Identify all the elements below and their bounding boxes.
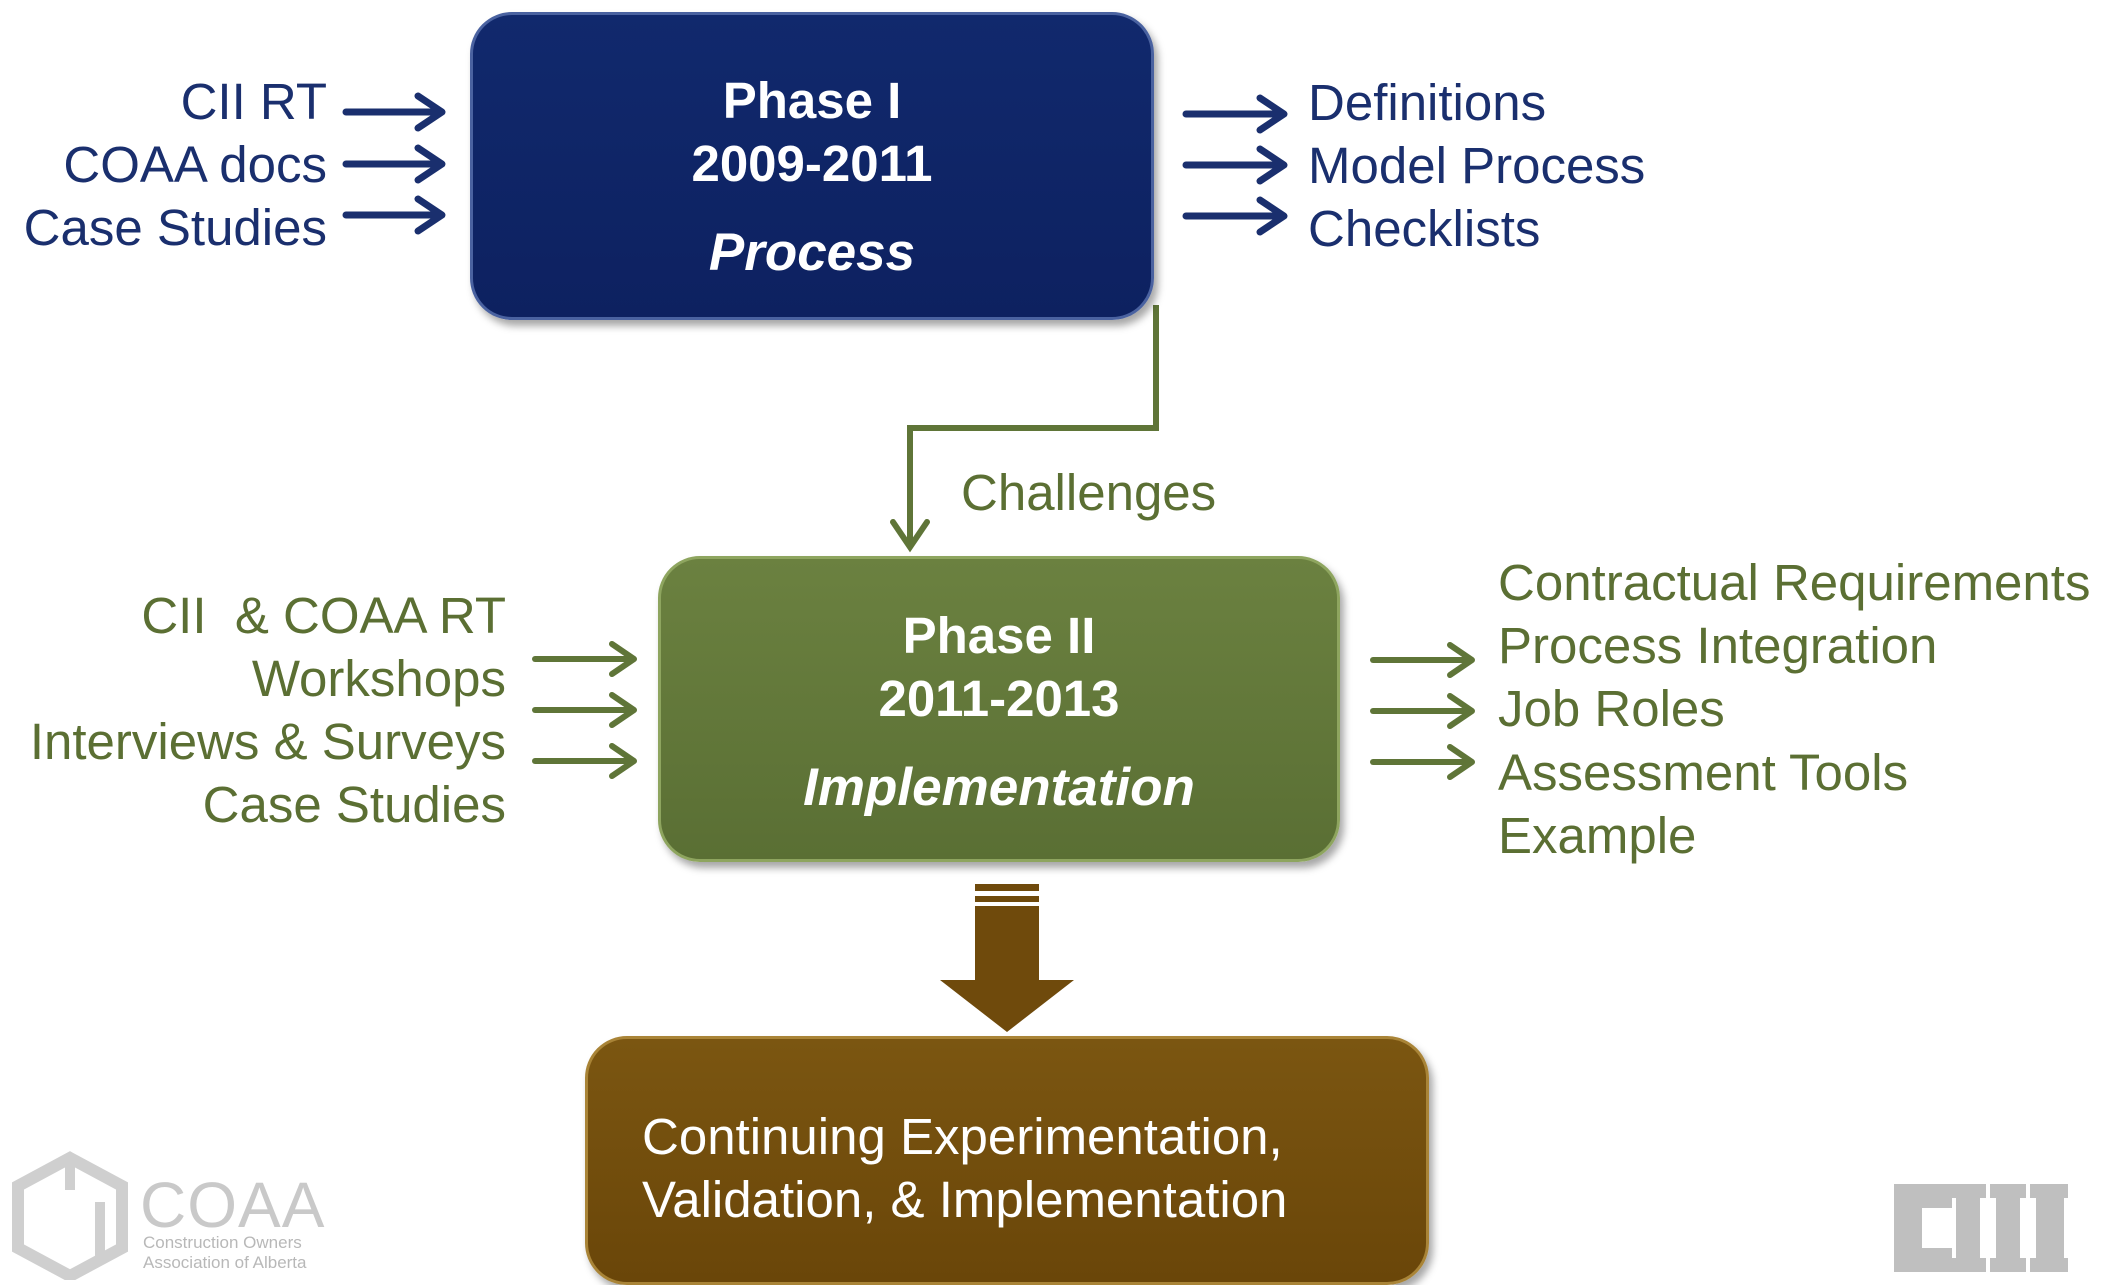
phase1-output-arrow bbox=[1182, 196, 1288, 236]
phase1-input-3: Case Studies bbox=[23, 199, 327, 256]
phase2-input-arrows bbox=[532, 641, 637, 779]
challenges-connector bbox=[890, 305, 1159, 553]
phase2-output-2: Process Integration bbox=[1498, 617, 1938, 674]
phase3-box: Continuing Experimentation, Validation, … bbox=[585, 1036, 1429, 1285]
phase1-input-2: COAA docs bbox=[63, 136, 327, 193]
phase2-subtitle: Implementation bbox=[803, 758, 1195, 817]
phase1-output-arrow bbox=[1182, 94, 1288, 134]
phase3-line-2: Validation, & Implementation bbox=[642, 1171, 1288, 1228]
phase2-output-arrow bbox=[1370, 642, 1475, 678]
phase2-output-arrows bbox=[1370, 642, 1475, 780]
coaa-logo-icon bbox=[12, 1151, 128, 1280]
phase3-line-1: Continuing Experimentation, bbox=[642, 1108, 1283, 1165]
phase2-output-1: Contractual Requirements bbox=[1498, 554, 2091, 611]
phase1-output-arrows bbox=[1182, 94, 1288, 236]
phase2-input-2: Workshops bbox=[251, 650, 506, 707]
phase1-box: Phase I 2009-2011 Process bbox=[470, 12, 1154, 320]
phase2-output-3: Job Roles bbox=[1498, 680, 1725, 737]
phase2-output-4: Assessment Tools bbox=[1498, 744, 1909, 801]
phase2-input-arrow bbox=[532, 692, 637, 728]
phase1-subtitle: Process bbox=[708, 223, 916, 282]
phase1-input-arrow bbox=[342, 144, 446, 184]
phase2-input-1: CII & COAA RT bbox=[141, 587, 506, 644]
phase1-output-1: Definitions bbox=[1308, 74, 1547, 131]
phase1-input-arrows bbox=[342, 92, 446, 235]
challenges-label: Challenges bbox=[961, 464, 1217, 521]
coaa-logo-subtitle-2: Association of Alberta bbox=[143, 1253, 307, 1272]
phase2-years: 2011-2013 bbox=[878, 670, 1120, 727]
phase2-input-4: Case Studies bbox=[202, 776, 506, 833]
phase2-output-5: Example bbox=[1498, 807, 1697, 864]
phase2-box: Phase II 2011-2013 Implementation bbox=[658, 556, 1340, 862]
phase2-input-3: Interviews & Surveys bbox=[29, 713, 506, 770]
phase1-output-2: Model Process bbox=[1308, 137, 1646, 194]
phase1-input-arrow bbox=[342, 195, 446, 235]
coaa-logo-subtitle-1: Construction Owners bbox=[143, 1233, 302, 1252]
coaa-logo-word: COAA bbox=[140, 1169, 326, 1241]
phase1-input-1: CII RT bbox=[180, 73, 327, 130]
cii-logo-icon bbox=[1894, 1184, 2068, 1272]
phase1-output-3: Checklists bbox=[1308, 200, 1541, 257]
phase2-output-arrow bbox=[1370, 693, 1475, 729]
phase2-output-arrow bbox=[1370, 744, 1475, 780]
phase1-years: 2009-2011 bbox=[691, 135, 933, 192]
phase2-input-arrow bbox=[532, 641, 637, 677]
phase1-title: Phase I bbox=[722, 72, 902, 129]
phase2-input-arrow bbox=[532, 743, 637, 779]
phase1-output-arrow bbox=[1182, 145, 1288, 185]
phase2-title: Phase II bbox=[902, 607, 1096, 664]
phase1-input-arrow bbox=[342, 92, 446, 132]
block-arrow-down bbox=[940, 884, 1074, 1032]
